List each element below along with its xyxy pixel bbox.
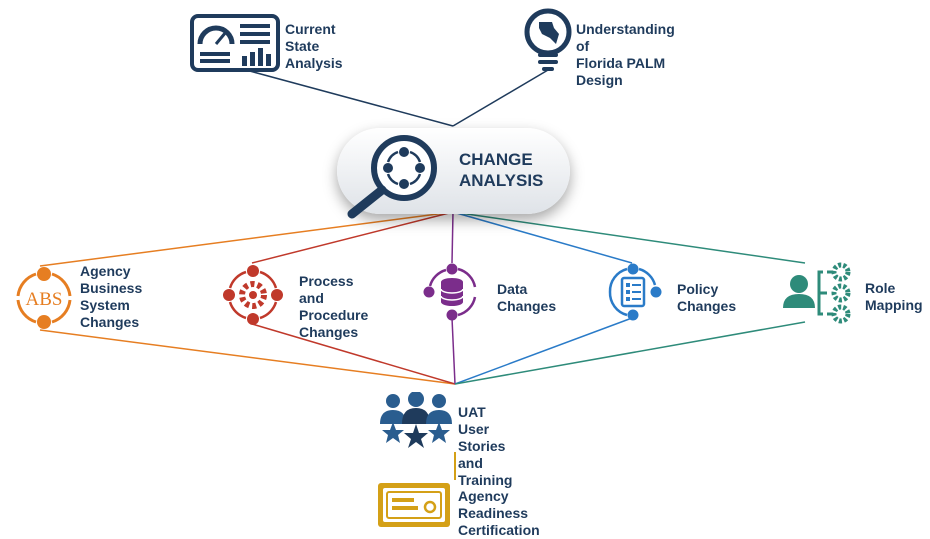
- magnifier-cycle-icon: [347, 135, 437, 219]
- database-cycle-icon: [423, 263, 477, 321]
- lightbulb-icon: [524, 8, 572, 71]
- connector-change-to-role: [452, 211, 806, 264]
- connector-change-to-policy: [452, 211, 633, 264]
- process-label: Process and Procedure Changes: [299, 273, 369, 340]
- connector-understanding-to-change: [452, 69, 549, 127]
- connector-current-to-change: [245, 69, 454, 127]
- connector-change-to-process: [251, 211, 454, 264]
- understanding-label: Understanding of Florida PALM Design: [576, 21, 675, 88]
- svg-text:ABS: ABS: [26, 289, 63, 310]
- abs-cycle-icon: ABS: [16, 267, 72, 329]
- uat-label: UAT User Stories and Training: [458, 404, 513, 488]
- role-gears-icon: [783, 262, 851, 324]
- connector-change-to-agency: [39, 211, 454, 267]
- policy-label: Policy Changes: [677, 281, 737, 314]
- connector-agency-to-uat: [39, 329, 456, 385]
- data-label: Data Changes: [497, 281, 557, 314]
- role-mapping-label: Role Mapping: [865, 280, 923, 313]
- readiness-label: Agency Readiness Certification: [458, 488, 540, 538]
- change-analysis-label: CHANGE ANALYSIS: [459, 150, 544, 190]
- team-stars-icon: [380, 392, 452, 448]
- connector-role-to-uat: [454, 321, 806, 385]
- certificate-icon: [378, 483, 450, 527]
- policy-document-cycle-icon: [608, 263, 662, 321]
- connector-process-to-uat: [251, 323, 456, 385]
- current-state-label: Current State Analysis: [285, 21, 343, 71]
- connector-change-to-data: [451, 211, 454, 264]
- connector-policy-to-uat: [454, 317, 633, 385]
- agency-business-label: Agency Business System Changes: [80, 263, 143, 330]
- connector-data-to-uat: [451, 317, 456, 385]
- gear-cycle-icon: [223, 265, 283, 325]
- dashboard-icon: [190, 14, 280, 72]
